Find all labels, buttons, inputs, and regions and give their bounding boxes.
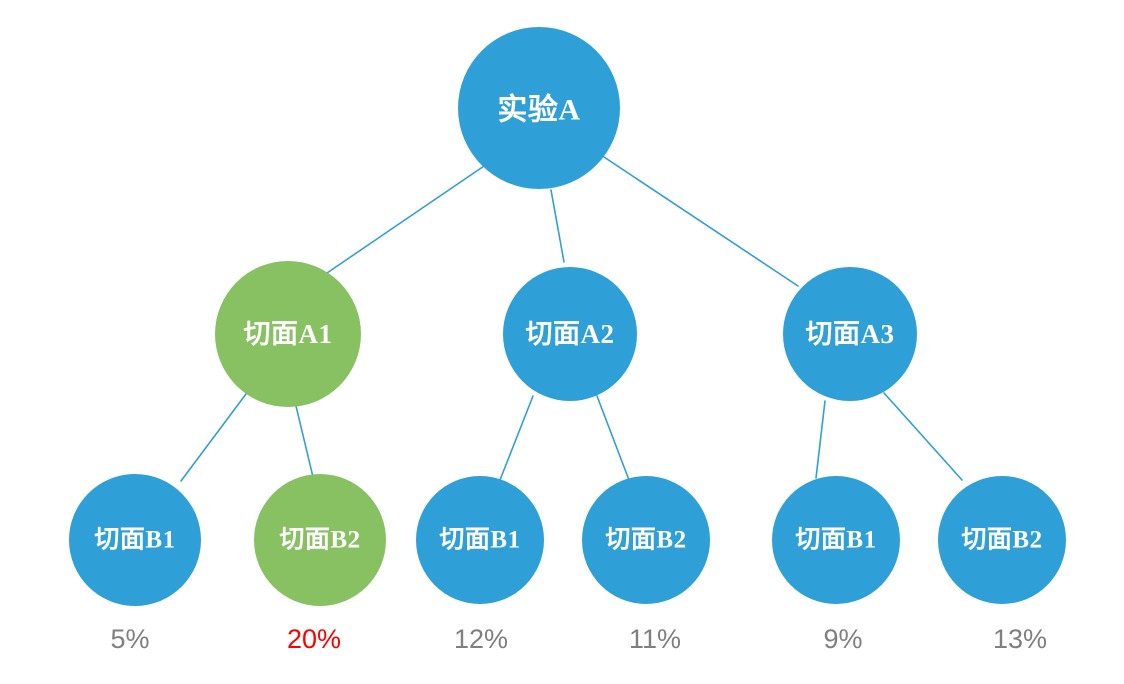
level2-a3-circle[interactable] — [783, 267, 917, 401]
percent-label-4: 11% — [629, 624, 681, 654]
percent-label-2: 20% — [287, 624, 341, 654]
node-leaf-4[interactable]: 切面B2 — [582, 476, 710, 604]
leaf-3-label: 切面B1 — [439, 527, 520, 554]
leaf-4-circle[interactable] — [582, 476, 710, 604]
leaf-1-circle[interactable] — [69, 474, 201, 606]
edge-a1-to-leaf1 — [180, 393, 247, 482]
leaf-2-label: 切面B2 — [279, 527, 360, 554]
percent-label-group: 5% 20% 12% 11% 9% 13% — [110, 624, 1047, 654]
edge-group-root-to-level2 — [326, 156, 799, 287]
percent-label-5: 9% — [823, 624, 862, 654]
leaf-3-circle[interactable] — [416, 476, 544, 604]
percent-label-1: 5% — [110, 624, 149, 654]
node-level2-a3[interactable]: 切面A3 — [783, 267, 917, 401]
node-leaf-6[interactable]: 切面B2 — [938, 476, 1066, 604]
leaf-2-circle[interactable] — [254, 474, 386, 606]
percent-label-6: 13% — [993, 624, 1047, 654]
edge-a2-to-leaf3 — [499, 395, 534, 481]
leaf-6-label: 切面B2 — [961, 527, 1042, 554]
node-leaf-1[interactable]: 切面B1 — [69, 474, 201, 606]
level2-a1-label: 切面A1 — [244, 319, 333, 349]
edge-a2-to-leaf4 — [596, 395, 630, 481]
node-level2-a1[interactable]: 切面A1 — [215, 261, 361, 407]
leaf-1-label: 切面B1 — [94, 527, 175, 554]
leaf-5-label: 切面B1 — [795, 527, 876, 554]
edge-a3-to-leaf5 — [815, 400, 826, 479]
node-level2-a2[interactable]: 切面A2 — [503, 267, 637, 401]
edge-root-to-a1 — [326, 163, 488, 274]
edge-group-level2-to-leaves — [180, 392, 963, 482]
node-leaf-3[interactable]: 切面B1 — [416, 476, 544, 604]
leaf-5-circle[interactable] — [772, 476, 900, 604]
level2-a3-label: 切面A3 — [806, 319, 895, 349]
level2-a2-circle[interactable] — [503, 267, 637, 401]
leaf-4-label: 切面B2 — [605, 527, 686, 554]
node-leaf-2[interactable]: 切面B2 — [254, 474, 386, 606]
level2-a2-label: 切面A2 — [526, 319, 615, 349]
node-root[interactable]: 实验A — [458, 27, 620, 189]
edge-root-to-a2 — [550, 189, 565, 263]
root-label: 实验A — [497, 93, 580, 127]
leaf-6-circle[interactable] — [938, 476, 1066, 604]
edge-a3-to-leaf6 — [883, 392, 963, 481]
level2-a1-circle[interactable] — [215, 261, 361, 407]
node-leaf-5[interactable]: 切面B1 — [772, 476, 900, 604]
root-circle[interactable] — [458, 27, 620, 189]
edge-root-to-a3 — [603, 156, 799, 287]
edge-a1-to-leaf2 — [295, 405, 314, 478]
percent-label-3: 12% — [454, 624, 508, 654]
